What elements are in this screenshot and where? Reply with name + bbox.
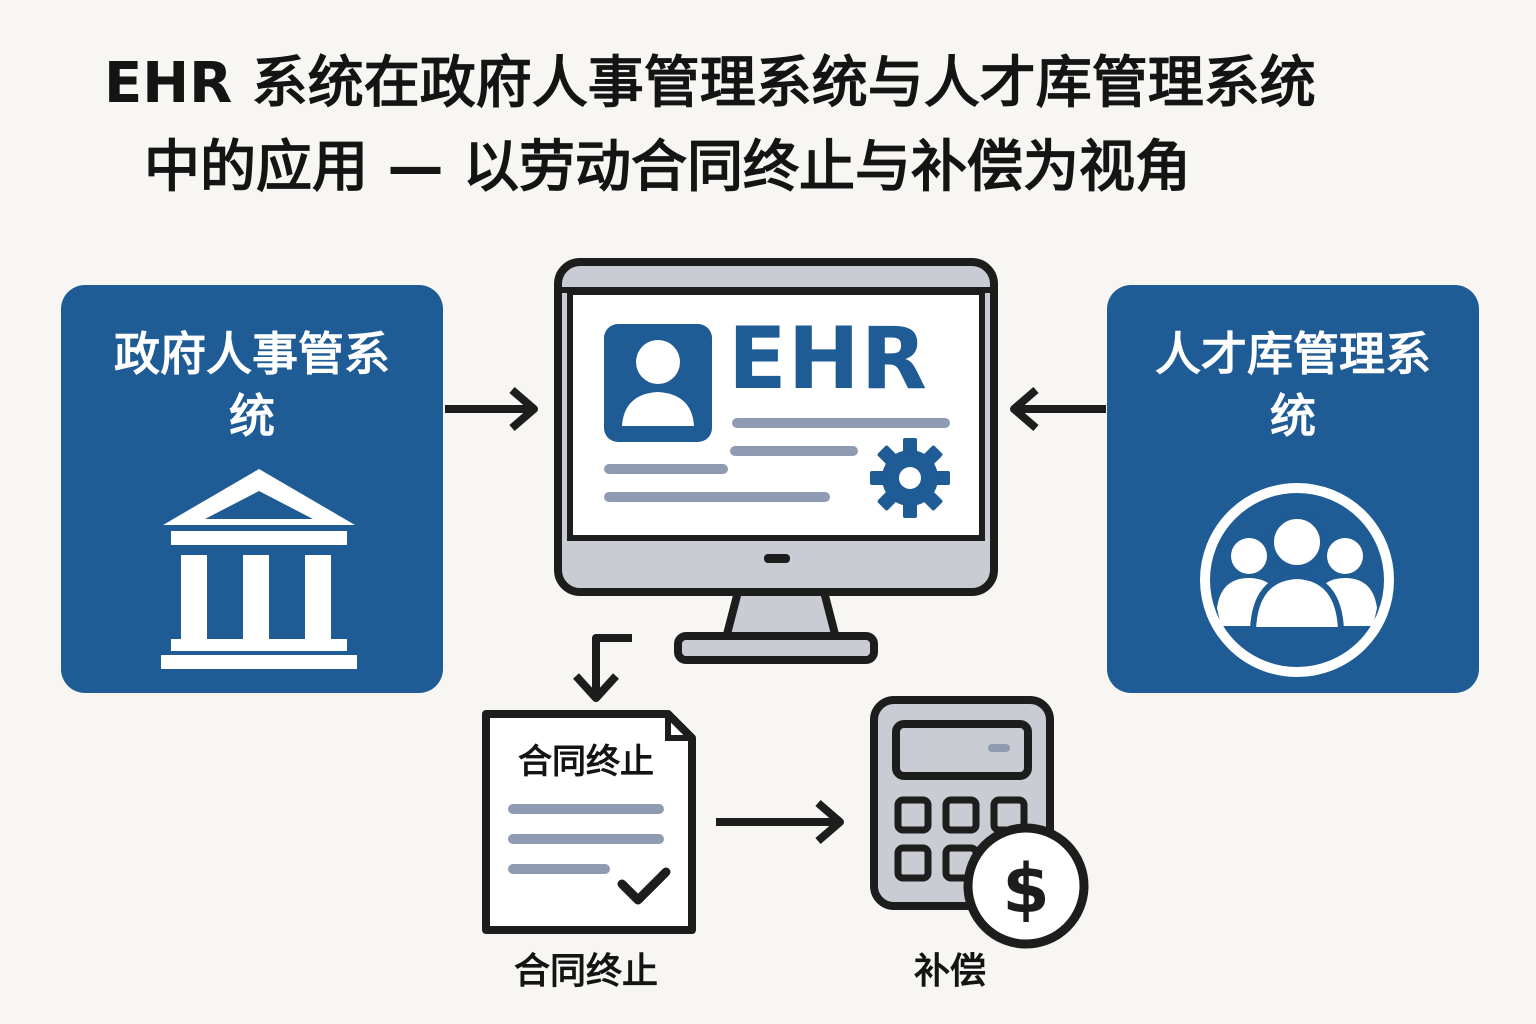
people-group-icon [1200,483,1394,677]
talent-pool-system-label: 人才库管理系统 [1155,327,1431,443]
svg-text:$: $ [1002,850,1049,929]
talent-pool-system-panel: 人才库管理系统 [1107,285,1479,693]
contract-document-title: 合同终止 [518,742,654,782]
contract-termination-caption: 合同终止 [513,951,658,992]
profile-card-icon [604,324,712,442]
arrow-left-to-ehr [445,386,538,432]
screen-text-lines [604,418,950,502]
arrow-ehr-to-contract [573,634,632,702]
government-building-icon [161,469,357,669]
arrow-right-to-ehr [1010,386,1106,432]
government-hr-system-label: 政府人事管系统 [114,327,390,443]
arrow-contract-to-compensation [716,799,844,845]
compensation-caption: 补偿 [913,951,986,992]
calculator-dollar-icon: $ [870,696,1089,949]
page-title-line2: 中的应用 — 以劳动合同终止与补偿为视角 [144,135,1191,200]
ehr-label: EHR [728,309,928,409]
gear-icon [870,438,950,518]
document-check-icon [482,710,696,934]
page-title-line1: EHR 系统在政府人事管理系统与人才库管理系统 [104,51,1316,116]
government-hr-system-panel: 政府人事管系统 [61,285,443,693]
